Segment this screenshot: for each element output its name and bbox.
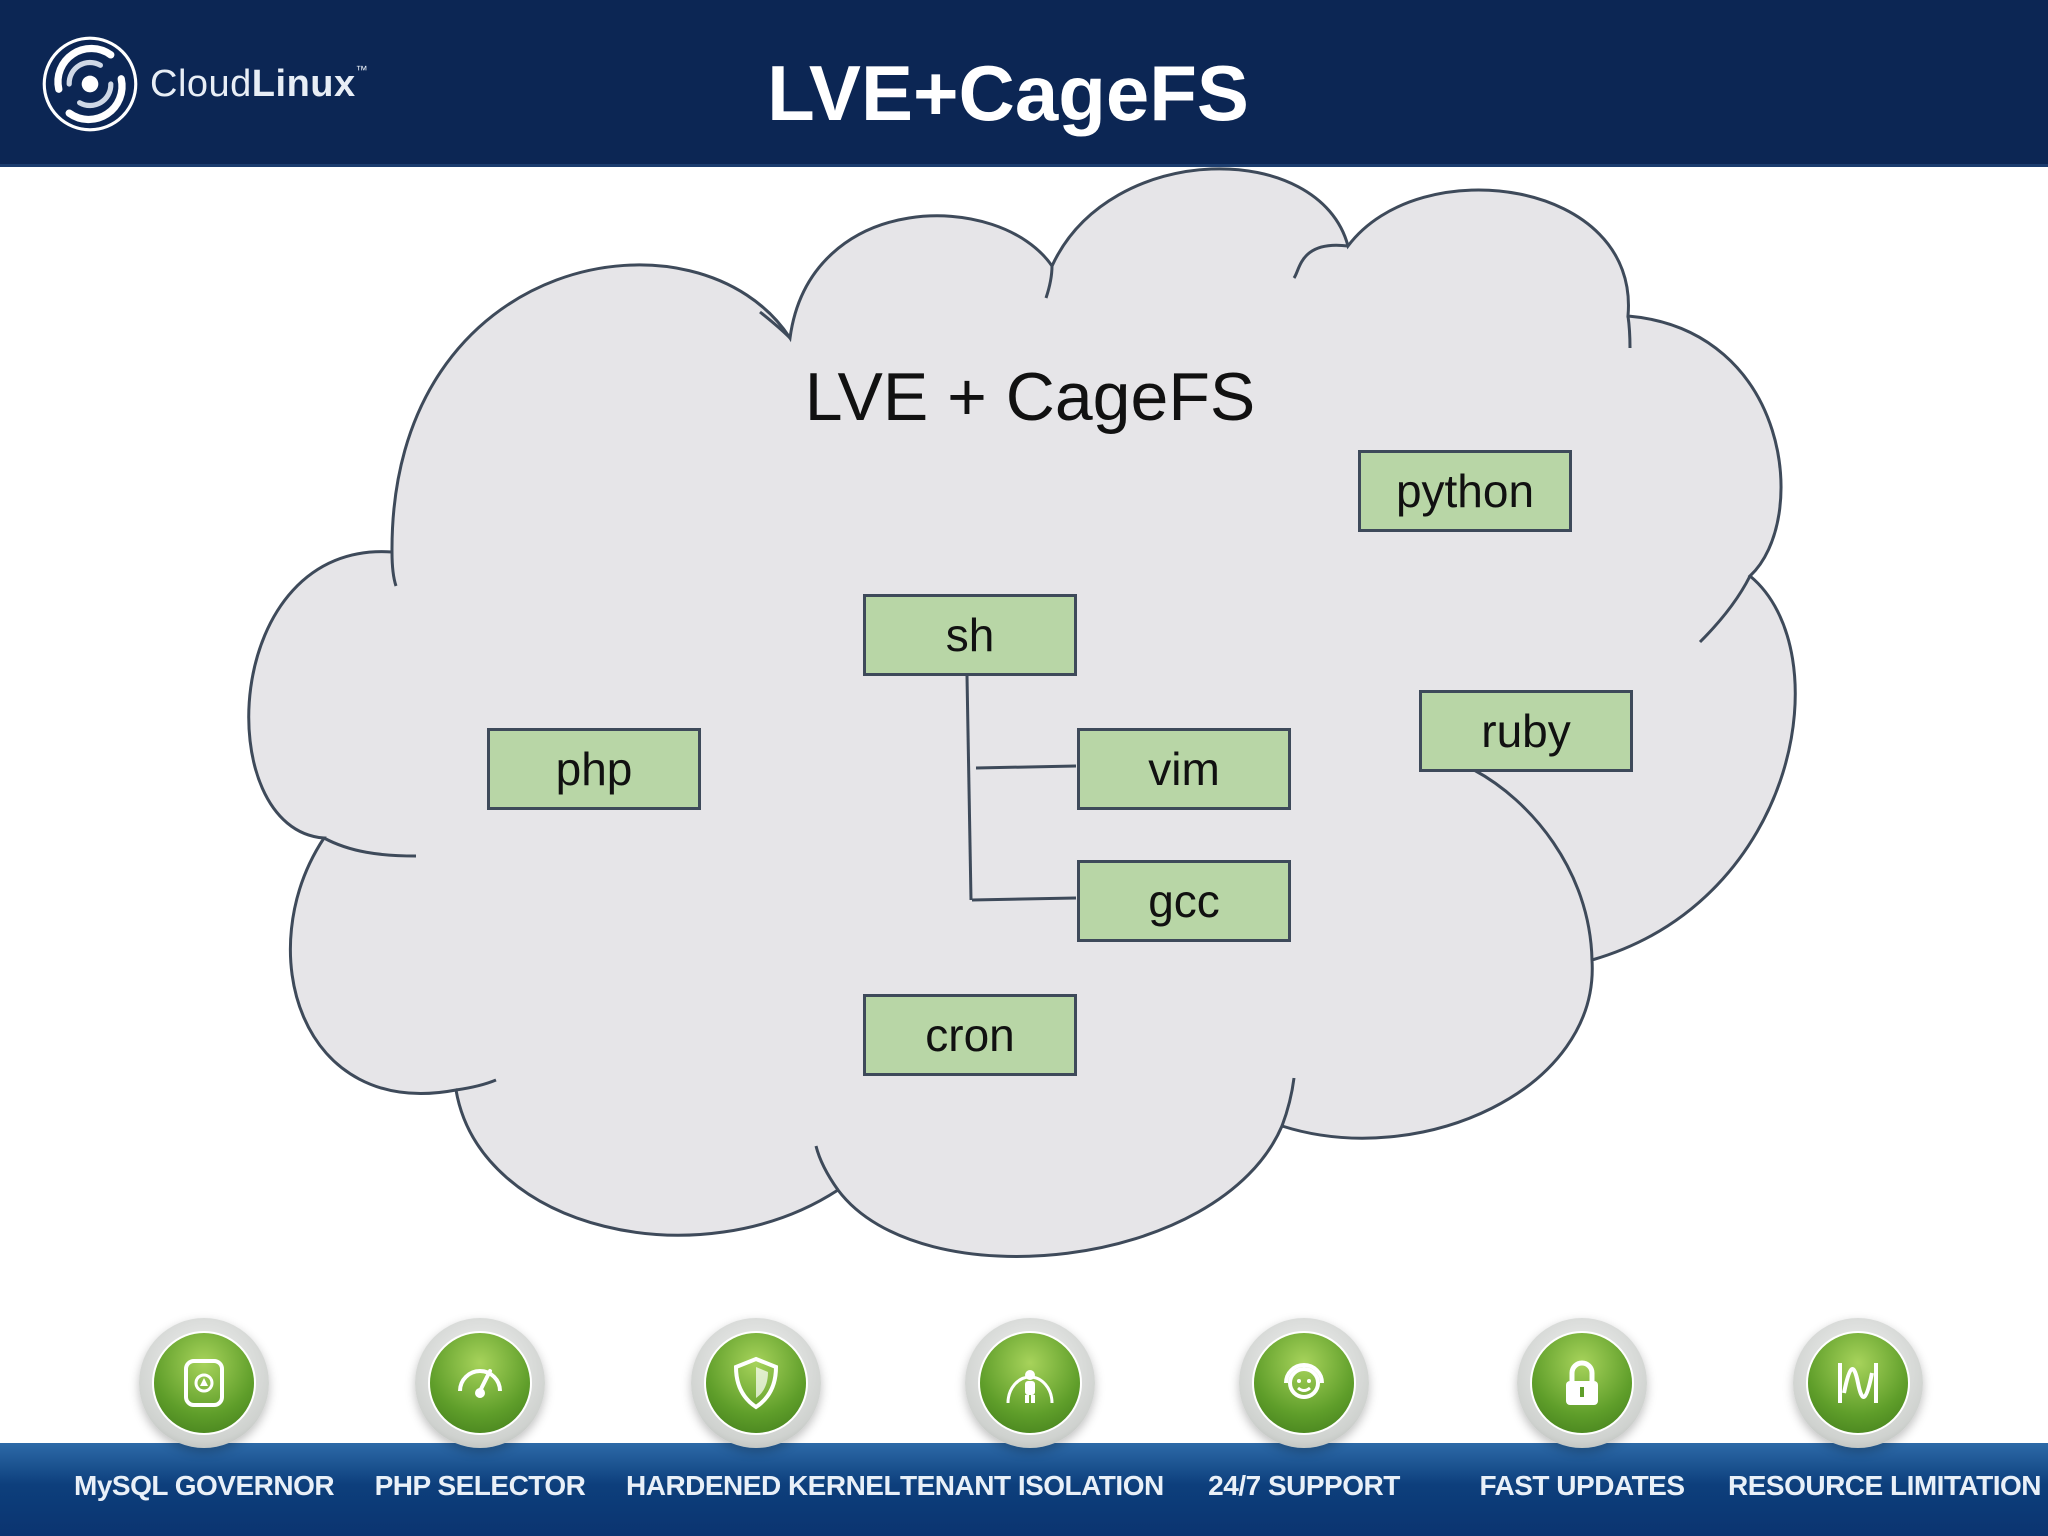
box-vim: vim bbox=[1077, 728, 1291, 810]
feature-label: RESOURCE LIMITATION bbox=[1728, 1470, 2042, 1501]
cloud-diagram bbox=[247, 167, 1797, 1258]
feature-label: HARDENED KERNEL bbox=[626, 1470, 901, 1501]
cloud-title: LVE + CageFS bbox=[804, 359, 1256, 435]
logo-text-light: Cloud bbox=[150, 62, 252, 105]
box-php: php bbox=[487, 728, 701, 810]
feature-badge bbox=[1793, 1318, 1923, 1448]
feature-badge bbox=[1517, 1318, 1647, 1448]
feature-label: 24/7 SUPPORT bbox=[1208, 1470, 1400, 1501]
feature-badge bbox=[415, 1318, 545, 1448]
feature-label: PHP SELECTOR bbox=[374, 1470, 586, 1501]
box-sh: sh bbox=[863, 594, 1077, 676]
feature-resource-limitation: RESOURCE LIMITATION bbox=[1728, 1318, 2042, 1502]
signal-wave-icon bbox=[1838, 1363, 1878, 1403]
page-title-text: LVE+CageFS bbox=[767, 49, 1249, 137]
headset-icon bbox=[1284, 1363, 1324, 1399]
logo-wordmark: CloudLinux™ bbox=[150, 63, 368, 106]
feature-label: FAST UPDATES bbox=[1479, 1470, 1685, 1501]
feature-support: 24/7 SUPPORT bbox=[1174, 1318, 1434, 1502]
cloudlinux-logo: CloudLinux™ bbox=[38, 32, 368, 136]
feature-badge bbox=[1239, 1318, 1369, 1448]
feature-label: TENANT ISOLATION bbox=[900, 1470, 1164, 1501]
footer-bar bbox=[0, 1443, 2048, 1536]
feature-php-selector: PHP SELECTOR bbox=[350, 1318, 610, 1502]
header-bar: CloudLinux™ LVE+CageFS bbox=[0, 0, 2048, 167]
database-icon bbox=[184, 1359, 224, 1407]
connector-sh-trunk bbox=[965, 675, 973, 901]
cloudlinux-swirl-icon bbox=[42, 36, 138, 132]
feature-fast-updates: FAST UPDATES bbox=[1452, 1318, 1712, 1502]
feature-hardened-kernel: HARDENED KERNEL bbox=[626, 1318, 901, 1502]
lock-icon bbox=[1566, 1360, 1598, 1405]
box-python: python bbox=[1358, 450, 1572, 532]
connector-sh-gcc bbox=[971, 896, 1077, 902]
feature-badge bbox=[139, 1318, 269, 1448]
logo-trademark: ™ bbox=[355, 62, 369, 77]
person-in-dome-icon bbox=[1006, 1370, 1054, 1404]
box-gcc: gcc bbox=[1077, 860, 1291, 942]
feature-mysql-governor: MySQL GOVERNOR bbox=[74, 1318, 335, 1502]
gauge-icon bbox=[458, 1369, 502, 1398]
feature-badge bbox=[965, 1318, 1095, 1448]
box-cron: cron bbox=[863, 994, 1077, 1076]
page-title: LVE+CageFS bbox=[0, 48, 2048, 139]
shield-icon bbox=[733, 1356, 779, 1410]
box-ruby: ruby bbox=[1419, 690, 1633, 772]
logo-text-bold: Linux bbox=[251, 62, 356, 105]
feature-tenant-isolation: TENANT ISOLATION bbox=[900, 1318, 1164, 1502]
connector-sh-vim bbox=[975, 764, 1077, 770]
feature-badge bbox=[691, 1318, 821, 1448]
cloud-shape bbox=[247, 167, 1797, 1258]
feature-label: MySQL GOVERNOR bbox=[74, 1470, 335, 1501]
